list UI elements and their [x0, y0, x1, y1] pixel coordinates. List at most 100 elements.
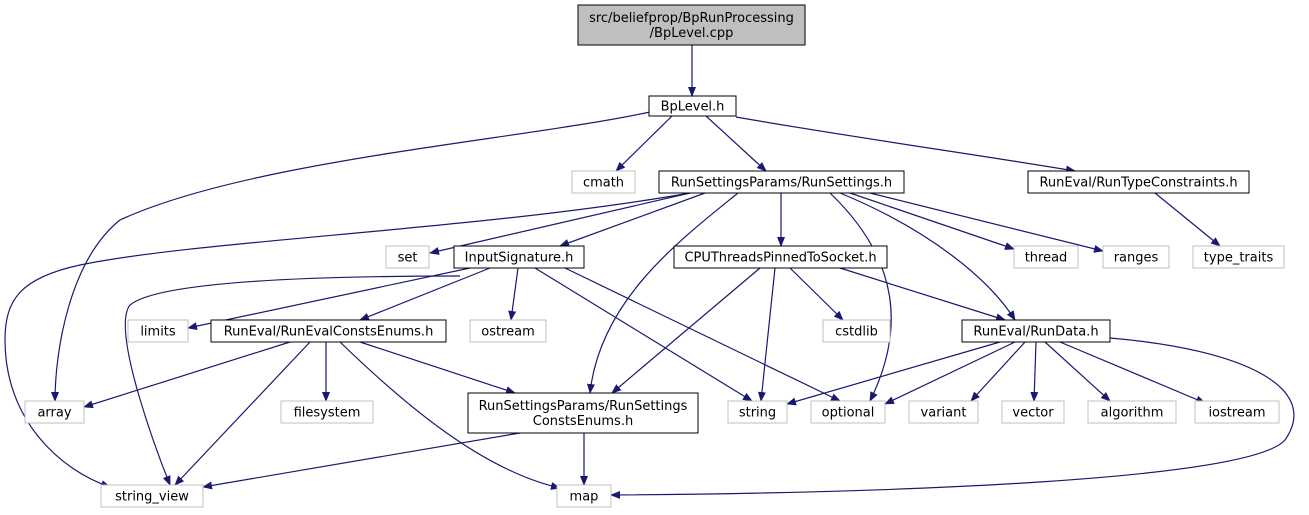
- node-label: string_view: [115, 490, 189, 505]
- edge-cputhreads-to-rsconsts: [611, 267, 761, 394]
- node-box: [810, 400, 886, 424]
- node-label: RunSettingsParams/RunSettings: [479, 399, 688, 414]
- node-runsettings[interactable]: RunSettingsParams/RunSettings.h: [658, 170, 905, 194]
- edge-cputhreads-to-cstdlib: [789, 267, 844, 321]
- node-label: thread: [1025, 251, 1068, 266]
- node-cstdlib: cstdlib: [822, 319, 891, 343]
- node-label: limits: [140, 325, 176, 340]
- node-rsconsts[interactable]: RunSettingsParams/RunSettingsConstsEnums…: [467, 392, 699, 434]
- edge-cputhreads-to-string: [757, 267, 776, 402]
- edge-inputsignature-to-ostream: [508, 267, 519, 321]
- node-box: [648, 95, 737, 117]
- node-label: CPUThreadsPinnedToSocket.h: [684, 251, 876, 266]
- edge-bplevel-to-runtypeconstraints: [735, 116, 1076, 174]
- edge-rundata-to-vector: [1030, 341, 1039, 402]
- node-box: [1027, 170, 1250, 194]
- node-box: [1001, 400, 1065, 424]
- node-box: [727, 400, 788, 424]
- edge-inputsignature-to-optional: [564, 267, 841, 402]
- edge-runsettings-to-inputsignature: [559, 192, 706, 247]
- node-filesystem: filesystem: [280, 400, 374, 424]
- edge-cputhreads-to-rundata: [839, 267, 1006, 322]
- node-label: map: [570, 490, 599, 505]
- edge-runsettings-to-ranges: [869, 192, 1104, 253]
- node-label: cstdlib: [835, 325, 878, 340]
- node-box: [961, 319, 1111, 343]
- node-root[interactable]: src/beliefprop/BpRunProcessing/BpLevel.c…: [577, 4, 806, 46]
- node-label: algorithm: [1101, 406, 1164, 421]
- node-set: set: [385, 245, 430, 269]
- node-box: [822, 319, 891, 343]
- node-label: variant: [921, 406, 967, 421]
- edge-runsettings-to-rsconsts: [586, 192, 739, 394]
- node-label: ConstsEnums.h: [533, 414, 633, 429]
- node-label: cmath: [583, 176, 624, 191]
- node-label: RunEval/RunTypeConstraints.h: [1039, 176, 1237, 191]
- node-label: set: [398, 251, 418, 266]
- node-box: [100, 484, 204, 508]
- node-box: [1087, 400, 1177, 424]
- node-cputhreads[interactable]: CPUThreadsPinnedToSocket.h: [673, 245, 888, 269]
- node-box: [469, 319, 547, 343]
- node-label: type_traits: [1204, 251, 1274, 266]
- edge-rundata-to-map: [610, 337, 1295, 499]
- node-box: [127, 319, 189, 343]
- node-bplevel[interactable]: BpLevel.h: [648, 95, 737, 117]
- edge-rundata-to-string: [786, 341, 1001, 406]
- node-algorithm: algorithm: [1087, 400, 1177, 424]
- node-label: InputSignature.h: [465, 251, 574, 266]
- node-inputsignature[interactable]: InputSignature.h: [453, 245, 585, 269]
- node-box: [1013, 245, 1079, 269]
- node-box: [1102, 245, 1170, 269]
- node-box: [467, 392, 699, 434]
- edge-rundata-to-optional: [884, 341, 1016, 405]
- edge-rsconsts-to-string_view: [202, 432, 521, 490]
- node-label: src/beliefprop/BpRunProcessing: [589, 11, 794, 26]
- node-box: [280, 400, 374, 424]
- node-label: string: [739, 406, 776, 421]
- node-ostream: ostream: [469, 319, 547, 343]
- node-runevalconsts[interactable]: RunEval/RunEvalConstsEnums.h: [210, 319, 447, 343]
- node-vector: vector: [1001, 400, 1065, 424]
- node-box: [1194, 400, 1280, 424]
- node-label: ranges: [1114, 251, 1159, 266]
- edge-runsettings-to-string_view: [4, 192, 691, 488]
- node-variant: variant: [908, 400, 979, 424]
- node-runtypeconstraints[interactable]: RunEval/RunTypeConstraints.h: [1027, 170, 1250, 194]
- node-box: [908, 400, 979, 424]
- edge-runevalconsts-to-array: [83, 341, 291, 409]
- node-label: vector: [1012, 406, 1054, 421]
- edge-runsettings-to-rundata: [839, 192, 1016, 321]
- edge-inputsignature-to-string_view: [124, 275, 461, 486]
- node-cmath: cmath: [571, 170, 636, 194]
- node-label: /BpLevel.cpp: [650, 26, 734, 41]
- node-label: RunEval/RunData.h: [973, 325, 1098, 340]
- node-rundata[interactable]: RunEval/RunData.h: [961, 319, 1111, 343]
- node-box: [210, 319, 447, 343]
- node-box: [658, 170, 905, 194]
- edge-inputsignature-to-runevalconsts: [359, 267, 491, 321]
- node-limits: limits: [127, 319, 189, 343]
- node-map: map: [556, 484, 612, 508]
- edge-runevalconsts-to-map: [339, 341, 561, 490]
- edge-rundata-to-variant: [970, 341, 1026, 402]
- node-box: [385, 245, 430, 269]
- edge-rundata-to-algorithm: [1044, 341, 1111, 402]
- nodes: src/beliefprop/BpRunProcessing/BpLevel.c…: [24, 4, 1285, 508]
- node-label: iostream: [1208, 406, 1265, 421]
- edges: [4, 45, 1295, 499]
- edge-runsettings-to-set: [429, 192, 691, 255]
- edge-bplevel-to-array: [51, 111, 651, 402]
- node-label: ostream: [481, 325, 535, 340]
- node-label: array: [37, 406, 71, 421]
- node-box: [556, 484, 612, 508]
- node-thread: thread: [1013, 245, 1079, 269]
- node-label: RunSettingsParams/RunSettings.h: [671, 176, 892, 191]
- edge-runevalconsts-to-rsconsts: [359, 341, 516, 394]
- edge-runsettings-to-thread: [849, 192, 1015, 250]
- edge-rundata-to-iostream: [1059, 341, 1206, 404]
- node-box: [1192, 245, 1285, 269]
- edge-bplevel-to-runsettings: [705, 115, 767, 172]
- edge-runtypeconstraints-to-type_traits: [1154, 192, 1221, 247]
